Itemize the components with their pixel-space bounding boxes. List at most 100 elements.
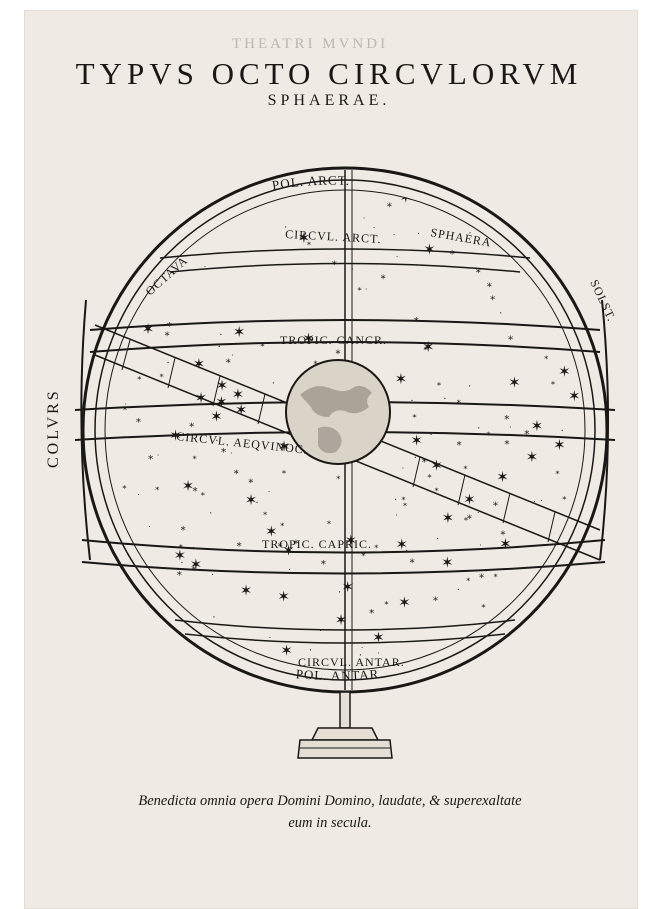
- circul-antar-label: CIRCVL. ANTAR.: [298, 655, 405, 669]
- star-mark: ·: [477, 424, 480, 435]
- octava-label: OCTAVA: [143, 253, 191, 298]
- star-mark: ∗: [122, 404, 127, 413]
- star-mark: ✶: [372, 630, 385, 646]
- star-mark: ∗: [233, 467, 240, 478]
- star-mark: ·: [272, 378, 275, 389]
- star-mark: ∗: [281, 467, 286, 476]
- star-mark: ∗: [147, 452, 154, 463]
- star-mark: ✶: [280, 644, 293, 660]
- star-mark: ∗: [336, 473, 341, 482]
- star-mark: ∗: [486, 280, 493, 291]
- star-mark: ∗: [159, 371, 164, 380]
- star-mark: ·: [365, 285, 368, 294]
- star-mark: ·: [363, 214, 366, 223]
- star-mark: ∗: [191, 564, 196, 573]
- star-mark: ·: [209, 508, 212, 519]
- solst-label: SOLST.: [587, 277, 619, 324]
- star-mark: ·: [319, 626, 322, 637]
- star-mark: ✶: [508, 376, 521, 392]
- star-mark: ∗: [544, 353, 549, 362]
- star-mark: ∗: [236, 540, 243, 551]
- star-mark: ·: [157, 451, 160, 460]
- star-mark: ·: [468, 381, 471, 392]
- star-mark: ✶: [398, 595, 411, 611]
- star-mark: ∗: [489, 293, 496, 304]
- star-mark: ∗: [524, 428, 531, 439]
- star-mark: ·: [509, 423, 512, 432]
- star-mark: ∗: [504, 413, 511, 424]
- star-mark: ∗: [122, 483, 127, 492]
- star-mark: ✶: [182, 479, 195, 495]
- star-mark: ✶: [210, 410, 223, 426]
- star-mark: ✶: [430, 459, 443, 475]
- star-mark: ·: [396, 253, 399, 262]
- star-mark: ✶: [232, 388, 245, 404]
- star-mark: ✶: [142, 322, 155, 338]
- colvrs-label: COLVRS: [45, 388, 62, 468]
- star-mark: ·: [410, 396, 413, 407]
- pol-antar-label: POL. ANTAR.: [295, 666, 384, 683]
- star-mark: ·: [421, 261, 424, 272]
- star-mark: ∗: [262, 509, 267, 518]
- star-mark: ∗: [456, 397, 461, 406]
- star-mark: ∗: [374, 542, 379, 551]
- star-mark: ∗: [456, 438, 463, 449]
- star-mark: ✶: [558, 365, 571, 381]
- star-mark: ✶: [410, 434, 423, 450]
- star-mark: ∗: [135, 415, 142, 426]
- star-mark: ∗: [335, 347, 342, 358]
- star-mark: ✶: [233, 325, 246, 341]
- star-mark: ✶: [441, 556, 454, 572]
- star-mark: ·: [485, 567, 488, 576]
- star-mark: ∗: [466, 512, 473, 523]
- star-mark: ·: [457, 585, 460, 596]
- star-mark: ✶: [442, 511, 455, 527]
- star-mark: ∗: [280, 520, 285, 529]
- star-mark: ✶: [526, 450, 539, 466]
- star-mark: ✶: [400, 191, 413, 207]
- star-mark: ·: [166, 358, 169, 369]
- star-mark: ∗: [402, 500, 407, 509]
- star-mark: ·: [268, 488, 271, 497]
- star-mark: ∗: [466, 575, 471, 584]
- star-mark: ·: [212, 613, 215, 624]
- star-mark: ∗: [463, 463, 468, 472]
- star-mark: ✶: [531, 419, 544, 435]
- star-mark: ∗: [386, 200, 393, 211]
- star-mark: ∗: [164, 329, 171, 340]
- star-mark: ∗: [260, 341, 265, 350]
- star-mark: ✶: [499, 537, 512, 553]
- star-mark: ∗: [550, 378, 555, 387]
- star-mark: ·: [148, 523, 151, 532]
- star-mark: ∗: [200, 490, 205, 499]
- star-mark: ∗: [188, 420, 195, 431]
- star-mark: ∗: [507, 333, 514, 344]
- star-mark: ·: [288, 565, 291, 576]
- tropic-cancr-label: TROPIC. CANCR.: [280, 333, 387, 347]
- star-mark: ·: [230, 449, 233, 458]
- star-mark: ∗: [504, 438, 511, 449]
- star-mark: ·: [204, 262, 207, 271]
- tropic-capric-label: TROPIC. CAPRIC.: [262, 537, 372, 551]
- star-mark: ∗: [357, 284, 362, 293]
- star-mark: ∗: [137, 374, 142, 383]
- star-mark: ∗: [412, 411, 417, 420]
- star-mark: ✶: [553, 438, 566, 454]
- star-mark: ·: [417, 229, 420, 240]
- star-mark: ∗: [326, 518, 331, 527]
- star-mark: ✶: [240, 583, 253, 599]
- star-mark: ∗: [478, 571, 485, 582]
- star-mark: ✶: [277, 590, 290, 606]
- star-mark: ·: [395, 511, 398, 520]
- star-mark: ·: [394, 495, 397, 506]
- star-mark: ✶: [568, 389, 581, 405]
- star-mark: ·: [499, 309, 502, 320]
- star-mark: ∗: [180, 524, 187, 535]
- star-mark: ·: [429, 430, 432, 441]
- star-mark: ∗: [555, 468, 560, 477]
- star-mark: ∗: [248, 476, 255, 487]
- star-mark: ∗: [225, 356, 232, 367]
- star-mark: ∗: [493, 571, 498, 580]
- star-mark: ·: [415, 260, 418, 271]
- caption-line-1: Benedicta omnia opera Domini Domino, lau…: [80, 793, 580, 810]
